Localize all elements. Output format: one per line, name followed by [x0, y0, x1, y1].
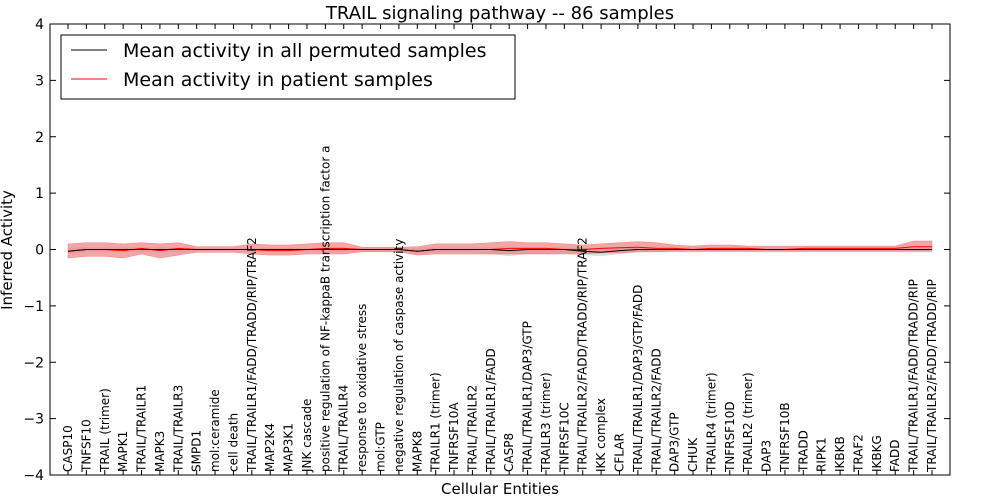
y-tick-label: −1: [23, 299, 44, 315]
x-category-label: mol:ceramide: [208, 389, 222, 472]
x-category-label: RIPK1: [815, 437, 829, 472]
x-category-label: positive regulation of NF-kappaB transcr…: [318, 146, 332, 472]
x-category-label: TRAF2: [852, 434, 866, 473]
x-category-label: JNK cascade: [300, 399, 314, 473]
x-category-label: TNFRSF10B: [778, 402, 792, 473]
x-category-label: TRAILR1 (trimer): [429, 372, 443, 473]
x-category-label: TNFRSF10C: [557, 402, 571, 473]
y-tick-label: 4: [35, 17, 44, 33]
x-category-label: TRAIL/TRAILR1/FADD: [484, 348, 498, 473]
plot-frame: [49, 23, 951, 476]
x-category-label: TRAILR2 (trimer): [741, 372, 755, 473]
y-tick-label: 0: [35, 243, 44, 259]
x-category-label: MAPK1: [116, 431, 130, 472]
x-category-label: CASP8: [502, 433, 516, 472]
y-tick-label: −2: [23, 355, 44, 371]
x-category-label: response to oxidative stress: [355, 304, 369, 472]
y-axis-title: Inferred Activity: [0, 190, 16, 310]
x-axis-title: Cellular Entities: [441, 480, 559, 498]
x-category-label: TRAILR4 (trimer): [704, 372, 718, 473]
x-category-label: TRAIL (trimer): [98, 388, 112, 473]
x-category-label: TNFSF10: [79, 419, 93, 473]
x-category-label: TRAILR3 (trimer): [539, 372, 553, 473]
x-category-label: TRADD: [796, 430, 810, 473]
x-category-label: MAP2K4: [263, 423, 277, 472]
x-category-label: TRAIL/TRAILR2/FADD/TRADD/RIP/TRAF2: [576, 237, 590, 473]
x-category-label: TRAIL/TRAILR1/FADD/TRADD/RIP: [907, 279, 921, 473]
permuted-mean-line: [67, 249, 932, 253]
patient-range-band: [67, 240, 933, 259]
x-category-label: IKBKB: [833, 436, 847, 472]
x-category-label: TRAIL/TRAILR2/FADD/TRADD/RIP: [925, 279, 939, 473]
x-category-label: negative regulation of caspase activity: [392, 239, 406, 472]
x-category-label: TRAIL/TRAILR4: [337, 385, 351, 473]
x-category-label: CFLAR: [613, 433, 627, 472]
x-category-label: TRAIL/TRAILR2/FADD: [649, 348, 663, 473]
x-category-label: FADD: [888, 440, 902, 473]
y-tick-label: −3: [23, 412, 44, 428]
x-category-label: TNFRSF10A: [447, 402, 461, 473]
x-category-label: MAP3K1: [282, 423, 296, 472]
x-category-label: mol:GTP: [374, 422, 388, 472]
legend-label-permuted: Mean activity in all permuted samples: [123, 40, 486, 62]
x-category-label: SMPD1: [190, 430, 204, 472]
x-category-label: DAP3: [760, 440, 774, 472]
x-category-label: IKK complex: [594, 398, 608, 472]
x-category-label: TRAIL/TRAILR2: [465, 385, 479, 473]
x-category-label: TRAIL/TRAILR1/FADD/TRADD/RIP/TRAF2: [245, 237, 259, 473]
x-category-label: MAPK3: [153, 431, 167, 472]
chart-title: TRAIL signaling pathway -- 86 samples: [325, 3, 674, 24]
y-tick-label: 2: [35, 130, 44, 146]
legend-label-patient: Mean activity in patient samples: [123, 69, 433, 91]
y-tick-label: 3: [35, 73, 44, 89]
x-category-label: DAP3/GTP: [668, 412, 682, 472]
x-category-label: IKBKG: [870, 435, 884, 472]
y-tick-label: 1: [35, 186, 44, 202]
x-category-label: TRAIL/TRAILR1/DAP3/GTP/FADD: [631, 285, 645, 473]
x-category-label: CHUK: [686, 437, 700, 472]
x-category-label: MAPK8: [410, 431, 424, 472]
x-category-label: TRAIL/TRAILR1: [135, 385, 149, 473]
x-category-label: CASP10: [61, 425, 75, 472]
y-tick-label: −4: [23, 468, 44, 484]
legend: Mean activity in all permuted samplesMea…: [60, 34, 516, 100]
x-category-label: TNFRSF10D: [723, 401, 737, 473]
x-category-label: TRAIL/TRAILR3: [171, 385, 185, 473]
x-category-label: TRAIL/TRAILR1/DAP3/GTP: [521, 321, 535, 473]
x-category-label: cell death: [226, 413, 240, 472]
legend-box: [60, 34, 516, 100]
